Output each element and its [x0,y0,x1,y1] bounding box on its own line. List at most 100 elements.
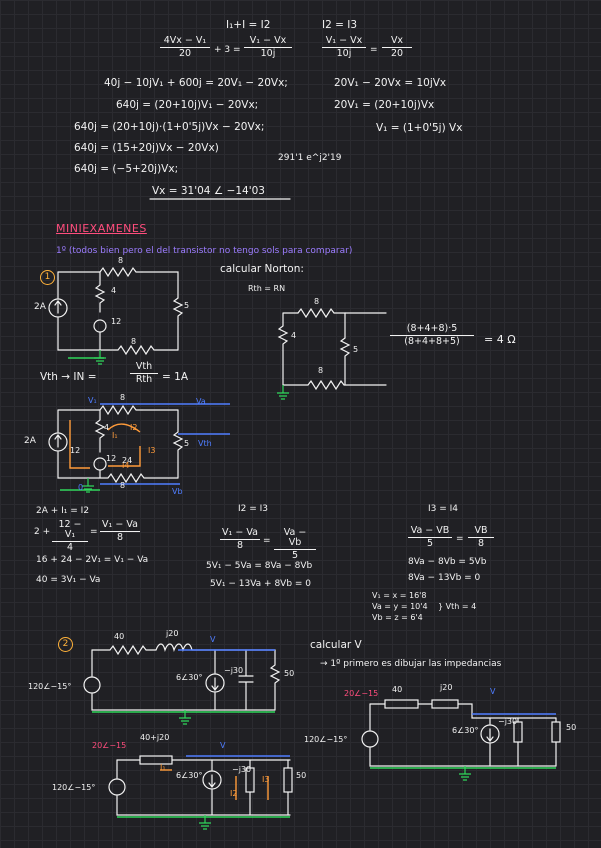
problem-2-task: calcular V [310,639,362,651]
p2c3-cs: 6∠30° [176,771,203,780]
voltage-source-12 [93,319,107,333]
eq-b2-frac2: Va − Vb 5 [274,528,316,561]
eq-a2-frac1: 12 − V₁ 4 [52,520,88,553]
rth-equals-rn: Rth = RN [248,284,286,293]
eq-line-2: 640j = (20+10j)V₁ − 20Vx; [116,99,259,111]
circuit-p2-2 [361,699,561,767]
vth-fraction: Vth Rth [130,362,158,385]
c2-r-right: 5 [353,345,359,354]
c3-vth: Vth [198,439,212,448]
p2c1-c: −j30 [224,666,244,675]
c3-cur-src: 12 [70,446,81,455]
p2c3-z: 40+j20 [140,733,170,742]
c3-i4: I4 [122,461,130,470]
ground-icon [94,350,106,365]
c2-r-top: 8 [314,297,320,306]
circuit-nodes [48,404,184,484]
eq-b3: 5V₁ − 5Va = 8Va − 8Vb [206,561,313,571]
eq-c1: I3 = I4 [428,504,459,514]
p2c1-r: 40 [114,632,125,641]
p2c2-r: 40 [392,685,403,694]
rth-fraction: (8+4+8)·5 (8+4+8+5) [390,324,474,347]
eq-a1: 2A + I₁ = I2 [36,506,90,516]
c3-vs: 12 [106,454,117,463]
c3-r-bot: 8 [120,481,126,490]
eq-a2-eq: = [90,527,98,537]
fraction-1b: V₁ − Vx 10j [244,36,292,59]
c1-r-left: 4 [111,286,117,295]
eq-c4: 8Va − 13Vb = 0 [408,573,481,583]
c3-node-va: Va [196,397,206,406]
eq-b2-frac1: V₁ − Va 8 [220,528,260,551]
eq-right-3: V₁ = (1+0'5j) Vx [376,122,463,134]
p2c2-l: j20 [440,683,453,692]
fraction-1a: 4Vx − V₁ 20 [160,36,210,59]
eq-a4: 40 = 3V₁ − Va [36,575,101,585]
eq-kcl-1: I₁+I = I2 [226,19,271,31]
ground-icon [459,766,471,781]
ground-icon [199,815,211,830]
circuit-p2-3 [108,755,293,816]
p2c3-i3: I3 [262,775,270,784]
fraction-2b: Vx 20 [382,36,412,59]
p2c2-src: 120∠−15° [304,735,348,744]
sol-va: Va = y = 10'4 [372,602,428,611]
ground-icon [277,385,289,400]
p2c3-i1: I₁ [160,763,166,772]
p2c3-src: 120∠−15° [52,783,96,792]
circuit-p2-1 [83,643,281,711]
p2c3-c: −j30 [232,765,252,774]
rth-result: = 4 Ω [484,333,516,346]
p2c1-cs: 6∠30° [176,673,203,682]
eq-line-1: 40j − 10jV₁ + 600j = 20V₁ − 20Vx; [104,77,288,89]
c3-r-top: 8 [120,393,126,402]
p2c1-l: j20 [166,629,179,638]
c3-node-v1: V₁ [88,396,97,405]
eq-c2-frac2: VB 8 [468,526,494,549]
c3-r-left: 4 [104,423,110,432]
p2c3-v: V [220,741,226,750]
eq-b4: 5V₁ − 13Va + 8Vb = 0 [210,579,312,589]
result-vx: Vx = 31'04 ∠ −14'03 [152,185,265,197]
fraction-1-plus: + 3 = [214,45,241,55]
eq-c2-frac1: Va − VB 5 [408,526,452,549]
p2c1-rl: 50 [284,669,295,678]
c2-r-left: 4 [291,331,297,340]
c1-r-top: 8 [118,256,124,265]
eq-c3: 8Va − 8Vb = 5Vb [408,557,487,567]
eq-line-4: 640j = (15+20j)Vx − 20Vx) [74,142,219,154]
c3-node-0: 0 [78,483,84,492]
c1-r-bot: 8 [131,337,137,346]
c3-source: 2A [24,436,36,446]
eq-a3: 16 + 24 − 2V₁ = V₁ − Va [36,555,149,565]
problem-1-task: calcular Norton: [220,263,304,275]
p2c1-src: 120∠−15° [28,682,72,691]
polar-form: 291'1 e^j2'19 [278,153,342,163]
current-source-2a [48,298,68,318]
p2c2-cs: 6∠30° [452,726,479,735]
sol-vb: Vb = z = 6'4 [372,613,423,622]
circuit-rth [277,307,387,391]
problem-1-number: 1 [40,270,55,285]
sol-vth: } Vth = 4 [438,602,477,611]
p2c1-v: V [210,635,216,644]
p2c2-rl: 50 [566,723,577,732]
eq-a2-frac2: V₁ − Va 8 [100,520,140,543]
c2-r-bot: 8 [318,366,324,375]
c1-source-label: 2A [34,302,46,312]
eq-b2-eq: = [263,536,271,546]
c3-node-vb: Vb [172,487,183,496]
ground-icon [82,478,94,493]
eq-line-5: 640j = (−5+20j)Vx; [74,163,179,175]
c1-vs: 12 [111,317,122,326]
circuit-norton-1 [48,266,184,356]
c3-i3: I3 [148,446,156,455]
problem-2-step: → 1º primero es dibujar las impedancias [320,659,502,669]
sol-v1: V₁ = x = 16'8 [372,591,427,600]
c3-i2: I2 [130,423,138,432]
p2c3-cs-in: 20∠−15 [92,741,127,750]
p2c2-c: −j30 [498,717,518,726]
c3-vs-value: 24 [122,456,133,465]
